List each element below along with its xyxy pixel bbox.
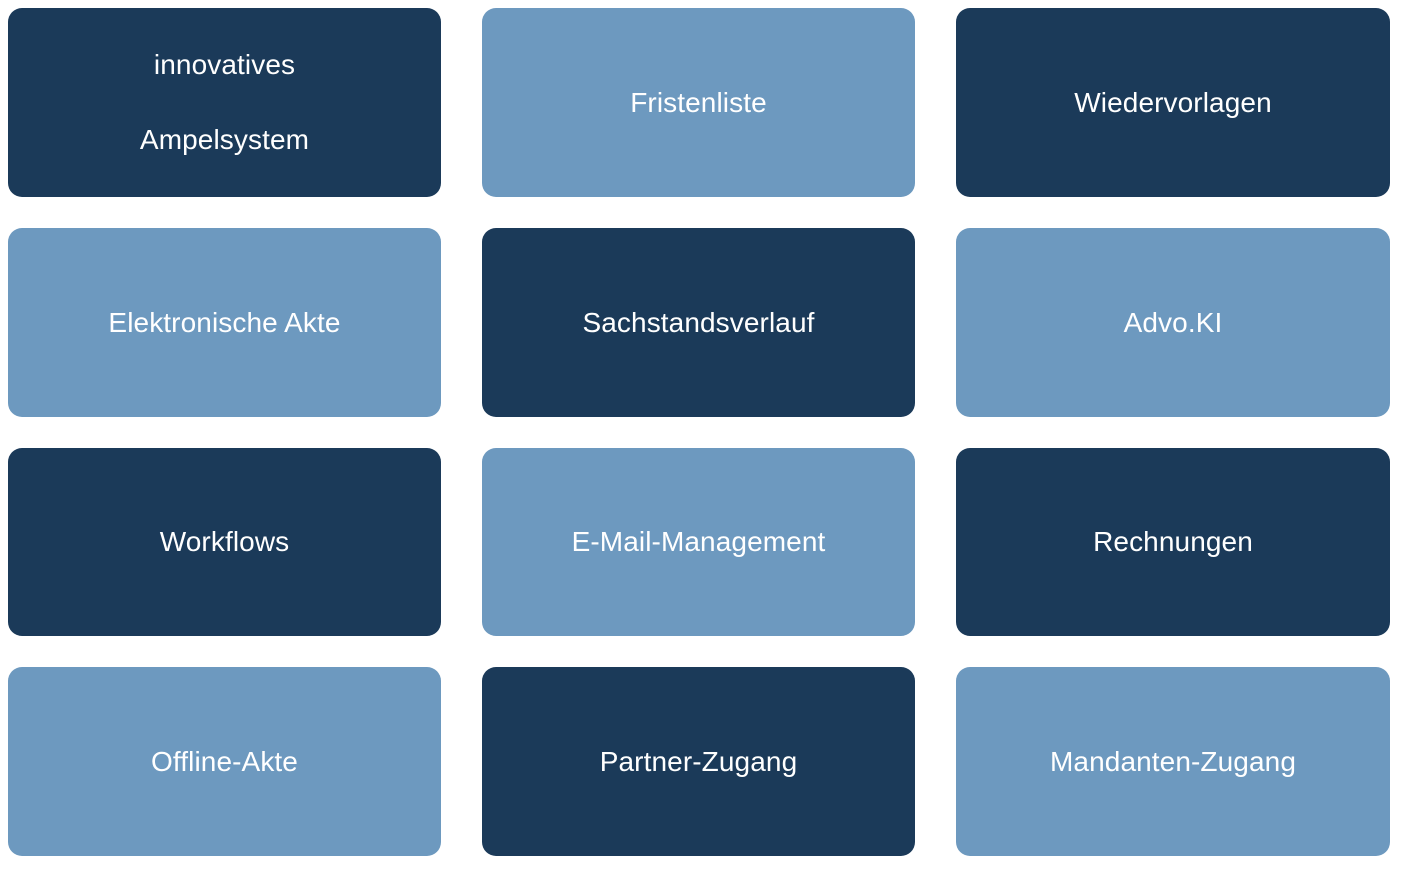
feature-card-label: Fristenliste bbox=[630, 86, 767, 118]
feature-card-label-line2: Ampelsystem bbox=[139, 124, 310, 156]
feature-card-label: E-Mail-Management bbox=[571, 526, 826, 558]
feature-card-advo-ki[interactable]: Advo.KI bbox=[956, 227, 1390, 417]
feature-card-offline-akte[interactable]: Offline-Akte bbox=[8, 667, 441, 856]
feature-card-email-management[interactable]: E-Mail-Management bbox=[482, 447, 915, 637]
feature-card-label: Sachstandsverlauf bbox=[582, 306, 815, 338]
feature-card-mandanten-zugang[interactable]: Mandanten-Zugang bbox=[956, 667, 1390, 856]
feature-card-label: Elektronische Akte bbox=[108, 306, 341, 338]
feature-card-sachstandsverlauf[interactable]: Sachstandsverlauf bbox=[482, 227, 915, 417]
feature-card-label: Partner-Zugang bbox=[599, 746, 798, 778]
feature-card-label: Workflows bbox=[159, 526, 290, 558]
feature-card-label: Offline-Akte bbox=[151, 746, 298, 778]
feature-card-fristenliste[interactable]: Fristenliste bbox=[482, 8, 915, 197]
feature-card-label: innovatives bbox=[153, 49, 296, 81]
feature-card-wiedervorlagen[interactable]: Wiedervorlagen bbox=[956, 8, 1390, 197]
feature-card-label: Advo.KI bbox=[1123, 306, 1223, 338]
feature-card-elektronische-akte[interactable]: Elektronische Akte bbox=[8, 227, 441, 417]
feature-card-label: Mandanten-Zugang bbox=[1050, 746, 1296, 778]
feature-card-partner-zugang[interactable]: Partner-Zugang bbox=[482, 667, 915, 856]
feature-card-label: Wiedervorlagen bbox=[1074, 86, 1272, 118]
feature-card-workflows[interactable]: Workflows bbox=[8, 447, 441, 637]
feature-card-label: Rechnungen bbox=[1093, 526, 1253, 558]
feature-card-rechnungen[interactable]: Rechnungen bbox=[956, 447, 1390, 637]
